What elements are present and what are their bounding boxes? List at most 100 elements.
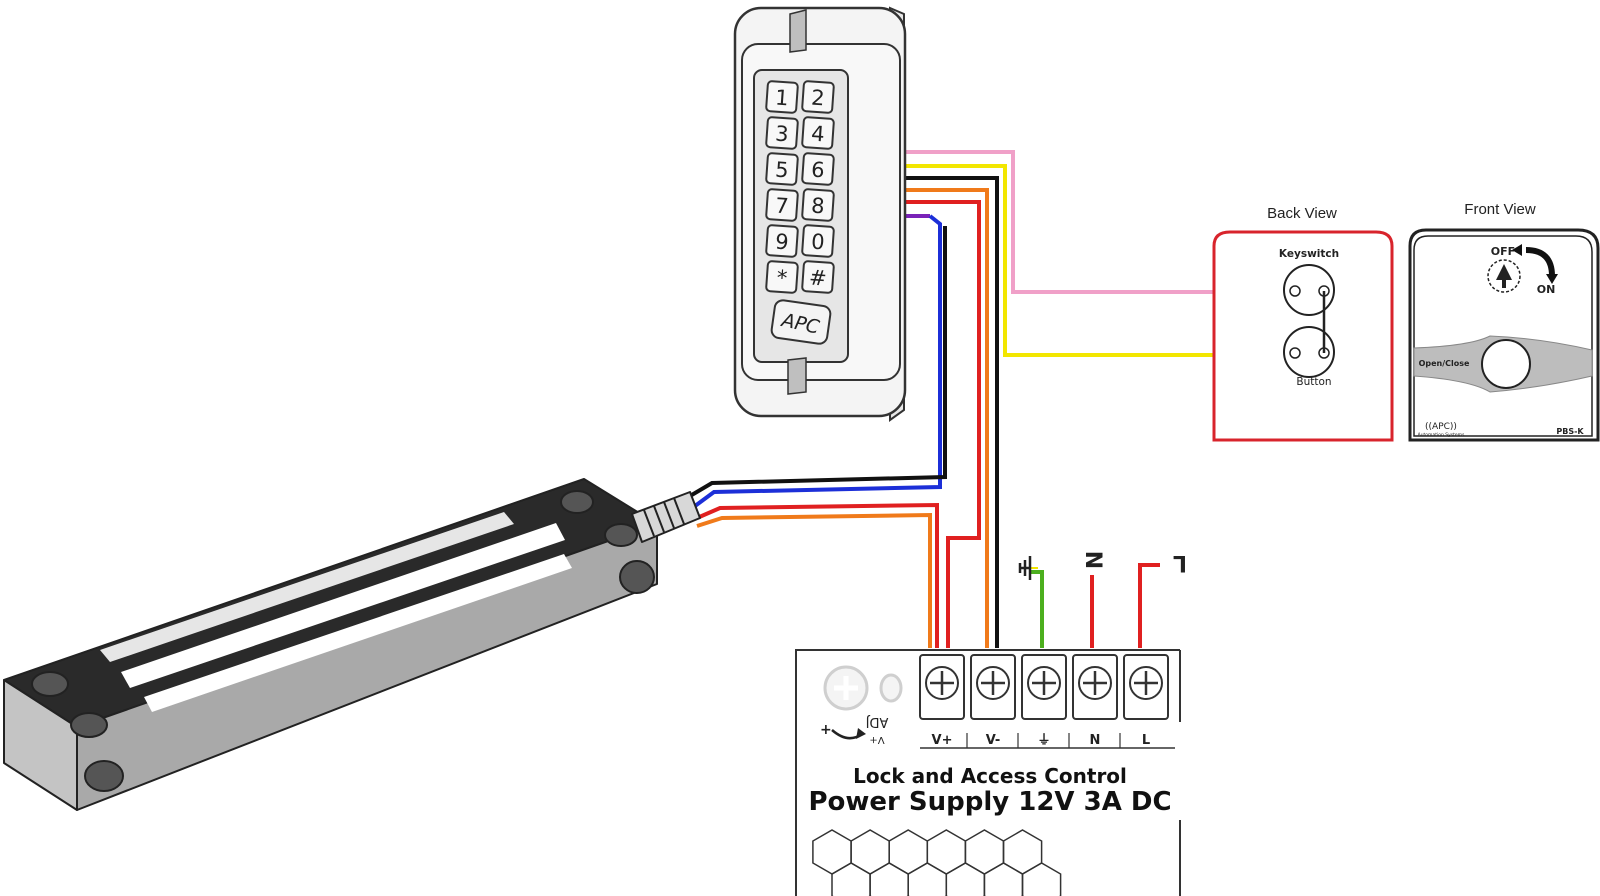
maglock-plate-2 — [121, 523, 565, 688]
keypad-brand-plate — [770, 299, 832, 345]
maglock-plate-3 — [144, 554, 572, 712]
psu-terminal[interactable]: ⏚ — [1021, 654, 1067, 748]
psu-terminal-label: ⏚ — [1037, 733, 1050, 748]
keyswitch-contact-top — [1283, 264, 1335, 316]
vent-hexagon — [869, 862, 909, 896]
magnetic-lock — [3, 478, 701, 811]
off-label: OFF — [1491, 245, 1515, 258]
psu-terminal[interactable]: L — [1123, 654, 1169, 748]
keypad-key[interactable]: 4 — [801, 116, 835, 150]
wire-blue — [693, 214, 942, 508]
wire-yellow — [904, 164, 1292, 357]
mains-live-label: L — [1173, 550, 1187, 575]
terminal-pink — [1289, 285, 1301, 297]
keypad-key-label: 4 — [810, 122, 825, 147]
wire-red-2 — [696, 502, 939, 648]
wire-black-2 — [688, 226, 947, 498]
vent-hexagon — [926, 829, 967, 875]
maglock-screw — [31, 671, 69, 697]
vent-hexagon — [907, 862, 948, 896]
keyswitch-front-view: Front View OFF ON Open/Close ((APC)) Aut… — [1408, 201, 1600, 442]
vent-hexagon — [945, 862, 986, 896]
front-view-frame — [1408, 228, 1600, 442]
adj-plus: + — [820, 722, 832, 738]
keypad-key[interactable]: 8 — [801, 188, 835, 222]
psu-vent-grille — [812, 829, 1062, 896]
keypad-key-label: 5 — [774, 158, 789, 183]
front-brand: ((APC)) — [1425, 422, 1457, 432]
keypad-key[interactable]: 9 — [765, 224, 799, 258]
keypad-key[interactable]: 2 — [801, 80, 835, 114]
wire-orange-2 — [696, 512, 932, 648]
maglock-end-face — [3, 679, 78, 811]
wire-live — [1138, 563, 1160, 648]
psu-line1: Lock and Access Control — [853, 764, 1127, 788]
earth-symbol — [1018, 556, 1032, 580]
keypad-key-label: # — [808, 265, 827, 290]
vent-hexagon — [1002, 829, 1043, 875]
keypad-key-label: 2 — [810, 86, 825, 111]
psu-terminal[interactable]: V+ — [919, 654, 965, 748]
power-led — [879, 673, 903, 703]
psu-terminal[interactable]: V- — [970, 654, 1016, 748]
back-view-title: Back View — [1267, 205, 1337, 222]
power-supply: ADJ V+ + V+ V- ⏚ N L Lock and Access Control… — [795, 649, 1181, 896]
maglock-end-hole-2 — [619, 560, 655, 594]
psu-terminal-block: V+ V- ⏚ N L — [919, 654, 1169, 748]
maglock-screw-4 — [604, 523, 638, 547]
wire-black — [904, 176, 999, 648]
wire-orange — [904, 188, 989, 648]
maglock-plate-1 — [100, 512, 514, 662]
keyswitch-contact-bottom — [1283, 326, 1335, 378]
button-label: Button — [1296, 376, 1331, 388]
keypad-key[interactable]: 6 — [801, 152, 835, 186]
front-brand-sub: Automation Systems — [1418, 432, 1465, 438]
keypad-key-label: 8 — [810, 194, 825, 219]
adj-sub-label: V+ — [869, 734, 884, 745]
keypad-key[interactable]: 5 — [765, 152, 799, 186]
psu-terminal-label: V+ — [932, 733, 953, 748]
keypad-key[interactable]: 7 — [765, 188, 799, 222]
maglock-screw-2 — [70, 712, 108, 738]
keypad-key[interactable]: # — [801, 260, 835, 294]
psu-terminal[interactable]: N — [1072, 654, 1118, 748]
wire-earth-green — [1030, 570, 1044, 648]
keypad-key-label: 6 — [810, 158, 825, 183]
keypad-key-label: 3 — [774, 122, 789, 147]
adj-label: ADJ — [866, 714, 889, 729]
front-view-title: Front View — [1464, 201, 1536, 218]
model-label: PBS-K — [1556, 427, 1584, 436]
keypad-key[interactable]: * — [765, 260, 799, 294]
keypad-key[interactable]: 0 — [801, 224, 835, 258]
mains-neutral-label: N — [1080, 551, 1105, 569]
maglock-end-hole — [84, 760, 124, 792]
psu-outline — [795, 649, 1180, 896]
keypad-key-label: 9 — [774, 230, 789, 255]
on-label: ON — [1537, 283, 1556, 296]
wire-pink — [904, 150, 1292, 294]
vent-hexagon — [888, 829, 929, 875]
vent-hexagon — [850, 829, 890, 875]
psu-line2: Power Supply 12V 3A DC — [808, 787, 1171, 817]
wire-red — [904, 200, 981, 648]
psu-terminal-label: N — [1090, 733, 1101, 748]
keypad-key[interactable]: 3 — [765, 116, 799, 150]
vent-hexagon — [983, 862, 1024, 896]
maglock-screw-3 — [560, 490, 594, 514]
turn-arrow-icon — [1525, 247, 1555, 277]
keypad-key-label: * — [776, 266, 788, 291]
vent-hexagon — [812, 829, 852, 875]
cable-gland — [631, 491, 701, 543]
vent-hexagon — [964, 829, 1005, 875]
open-close-label: Open/Close — [1419, 359, 1470, 368]
psu-terminal-label: L — [1142, 733, 1150, 748]
psu-terminal-label: V- — [986, 733, 1001, 748]
keyswitch-back-view: Back View Keyswitch Button — [1212, 205, 1394, 442]
wires — [688, 150, 1292, 648]
keypad-key[interactable]: 1 — [765, 80, 799, 114]
terminal-yellow — [1289, 347, 1301, 359]
open-close-button[interactable] — [1481, 339, 1531, 389]
vent-hexagon — [1021, 862, 1062, 896]
